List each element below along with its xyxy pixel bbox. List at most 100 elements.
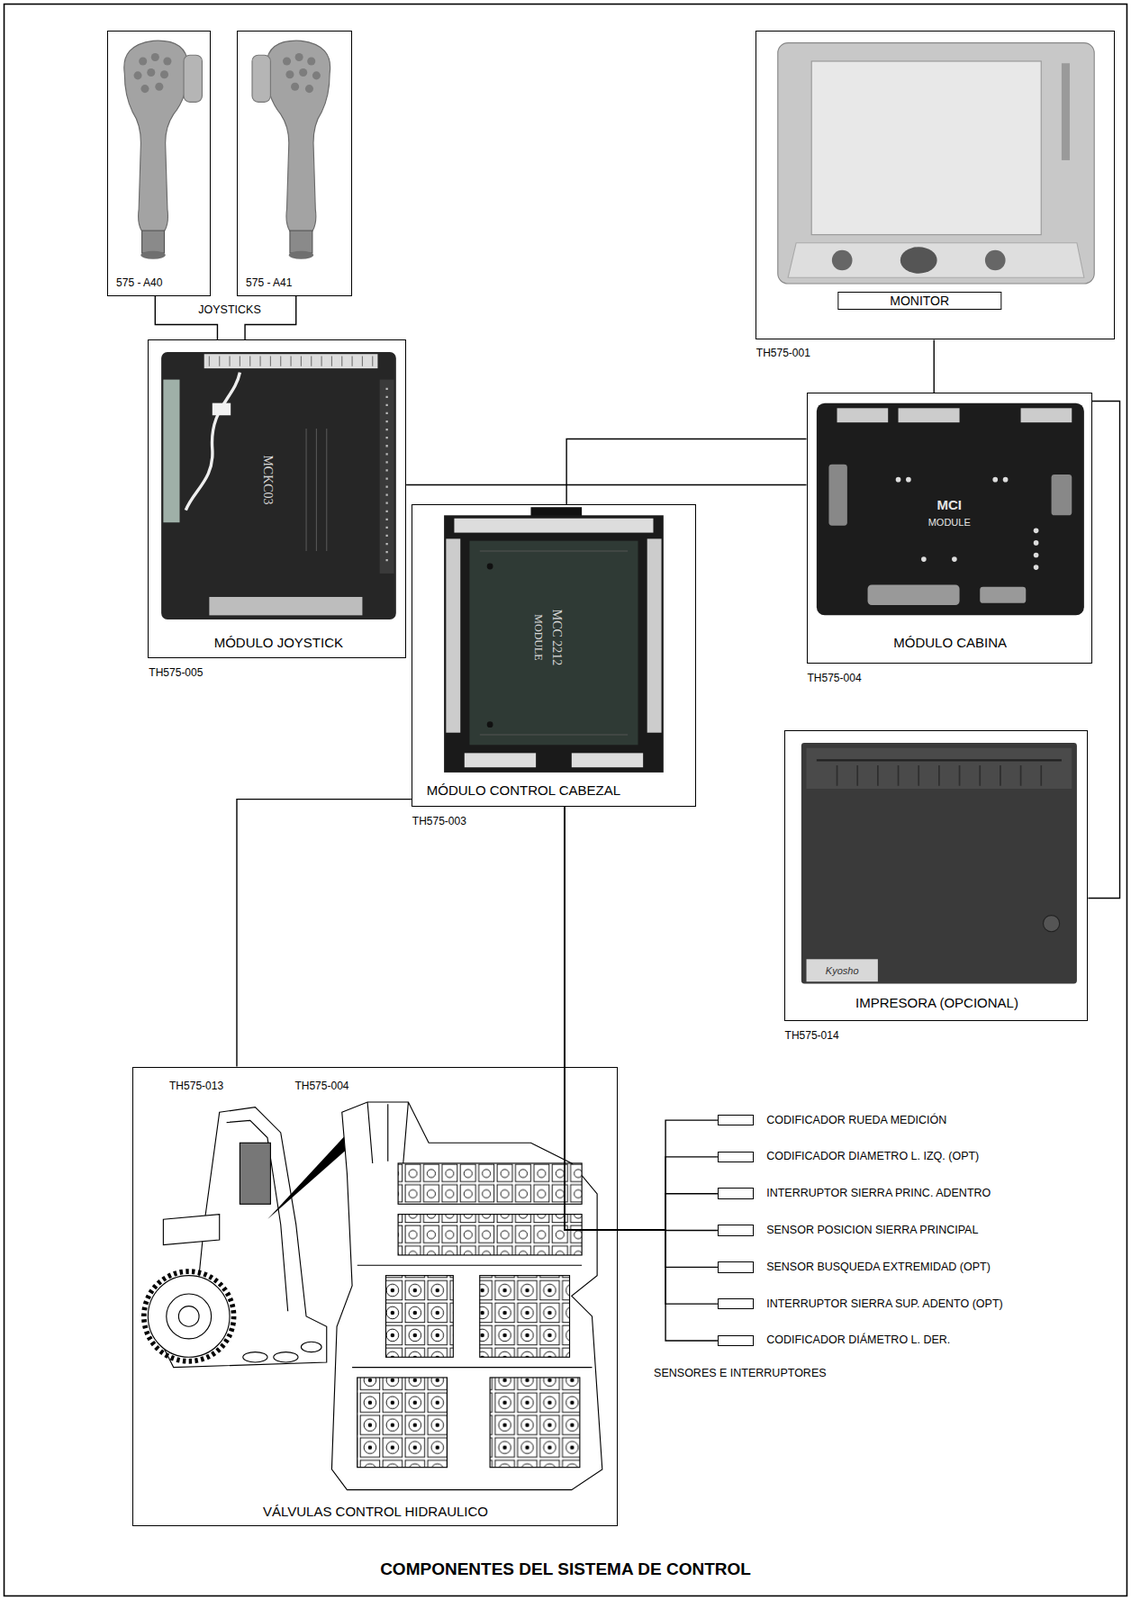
joystick-drawing bbox=[138, 56, 147, 65]
joystick-module-photo bbox=[161, 352, 397, 620]
cab-module-photo bbox=[1033, 527, 1040, 534]
valve-drawing bbox=[385, 1275, 453, 1358]
sensor-box: SENSOR BUSQUEDA EXTREMIDAD (OPT) bbox=[717, 1261, 754, 1273]
part-number: TH575-003 bbox=[412, 815, 467, 829]
head-module-photo bbox=[487, 563, 494, 571]
node-label: MÓDULO CABINA bbox=[893, 634, 1007, 651]
cab-module-photo bbox=[837, 407, 889, 423]
head-module-photo bbox=[453, 518, 653, 534]
valve-drawing bbox=[479, 1275, 571, 1358]
joystick-module-photo bbox=[212, 403, 231, 417]
head-module-photo bbox=[443, 515, 664, 773]
connector-line bbox=[564, 806, 718, 1305]
head-module-photo bbox=[443, 506, 664, 773]
monitor-drawing bbox=[778, 43, 1095, 284]
valve-drawing bbox=[239, 1142, 271, 1204]
cab-module-photo bbox=[979, 587, 1026, 604]
head-module-photo bbox=[571, 752, 643, 768]
printer-photo bbox=[837, 765, 1042, 787]
valve-drawing bbox=[398, 1163, 582, 1204]
cab-module-photo bbox=[1033, 552, 1040, 559]
joystick-drawing bbox=[124, 40, 203, 260]
board-print: MODULE bbox=[531, 615, 544, 661]
board-print: MODULE bbox=[928, 516, 971, 529]
valve-drawing bbox=[178, 1306, 200, 1328]
joystick-drawing bbox=[140, 251, 165, 260]
monitor-drawing bbox=[811, 61, 1041, 236]
part-number: CODIFICADOR DIAMETRO L. IZQ. (OPT) bbox=[766, 1149, 979, 1163]
valve-drawing bbox=[352, 1265, 592, 1367]
joystick-module-photo bbox=[204, 353, 379, 369]
connector-line bbox=[564, 806, 718, 1268]
joystick-module-photo bbox=[161, 352, 397, 620]
head-module-photo bbox=[487, 721, 494, 728]
group-label: JOYSTICKS bbox=[198, 303, 261, 317]
printer-photo bbox=[806, 959, 878, 982]
joystick-drawing bbox=[183, 54, 202, 102]
sensor-box: CODIFICADOR RUEDA MEDICIÓN bbox=[717, 1114, 754, 1126]
joystick-drawing bbox=[146, 68, 155, 77]
joystick-drawing bbox=[162, 56, 172, 65]
monitor-drawing bbox=[778, 43, 1095, 284]
part-number: SENSOR POSICION SIERRA PRINCIPAL bbox=[766, 1223, 978, 1237]
valve-drawing bbox=[226, 1120, 289, 1312]
cab-module-photo bbox=[1033, 564, 1040, 571]
valve-drawing bbox=[357, 1377, 448, 1468]
joystick-module-photo bbox=[208, 597, 362, 616]
cab-module-photo bbox=[816, 403, 1085, 616]
board-print: MCC 2212 bbox=[549, 609, 564, 667]
monitor-drawing bbox=[1061, 63, 1070, 161]
part-number: INTERRUPTOR SIERRA PRINC. ADENTRO bbox=[766, 1186, 991, 1200]
group-label: SENSORES E INTERRUPTORES bbox=[653, 1366, 826, 1380]
connector-line bbox=[566, 438, 806, 505]
joystick-module-photo bbox=[185, 372, 240, 511]
node-label: MÓDULO JOYSTICK bbox=[214, 634, 344, 651]
part-number: TH575-001 bbox=[756, 347, 811, 361]
printer-photo bbox=[801, 742, 1077, 984]
valve-drawing bbox=[489, 1377, 580, 1468]
joystick-drawing bbox=[154, 82, 163, 91]
head-module-photo bbox=[469, 541, 638, 746]
node-label: VÁLVULAS CONTROL HIDRAULICO bbox=[262, 1503, 489, 1520]
printer-photo bbox=[801, 742, 1077, 984]
connector-line bbox=[564, 806, 718, 1231]
part-number: SENSOR BUSQUEDA EXTREMIDAD (OPT) bbox=[766, 1260, 991, 1274]
sensor-box: INTERRUPTOR SIERRA SUP. ADENTO (OPT) bbox=[717, 1298, 754, 1310]
node-label: 575 - A41 bbox=[245, 277, 292, 290]
printer-photo bbox=[806, 748, 1073, 789]
valve-drawing bbox=[144, 1271, 235, 1362]
cab-module-photo bbox=[951, 556, 958, 562]
cab-module-photo bbox=[1051, 474, 1073, 516]
head-module-photo bbox=[445, 538, 461, 733]
part-number: TH575-004 bbox=[807, 672, 862, 686]
joystick-box: 575 - A41 bbox=[236, 30, 353, 297]
valve-drawing bbox=[162, 1214, 219, 1246]
printer-photo bbox=[816, 759, 1062, 761]
node-label: IMPRESORA (OPCIONAL) bbox=[855, 995, 1019, 1011]
connector-line bbox=[933, 339, 935, 393]
connector-line bbox=[244, 296, 297, 341]
cab-module-photo bbox=[992, 477, 998, 483]
part-number: INTERRUPTOR SIERRA SUP. ADENTO (OPT) bbox=[766, 1297, 1004, 1311]
part-number: TH575-005 bbox=[148, 667, 203, 680]
joystick-module-photo bbox=[306, 428, 327, 552]
sensor-box: SENSOR POSICION SIERRA PRINCIPAL bbox=[717, 1224, 754, 1236]
joystick-drawing bbox=[142, 230, 165, 254]
cab-module-photo bbox=[816, 403, 1085, 616]
printer-photo bbox=[1043, 915, 1060, 932]
valve-drawing bbox=[144, 1102, 603, 1491]
head-module-photo bbox=[647, 538, 662, 733]
valve-drawing bbox=[243, 1352, 268, 1363]
sensor-box: CODIFICADOR DIAMETRO L. IZQ. (OPT) bbox=[717, 1151, 754, 1163]
connector-line bbox=[564, 806, 718, 1231]
head-module-photo bbox=[464, 752, 536, 768]
joystick-drawing bbox=[151, 53, 160, 62]
joystick-module-photo bbox=[385, 388, 388, 567]
part-number: CODIFICADOR DIÁMETRO L. DER. bbox=[766, 1333, 951, 1347]
board-print: MCKC03 bbox=[260, 454, 275, 505]
valve-box: VÁLVULAS CONTROL HIDRAULICOTH575-013TH57… bbox=[132, 1067, 617, 1527]
page-border bbox=[4, 4, 1128, 1597]
